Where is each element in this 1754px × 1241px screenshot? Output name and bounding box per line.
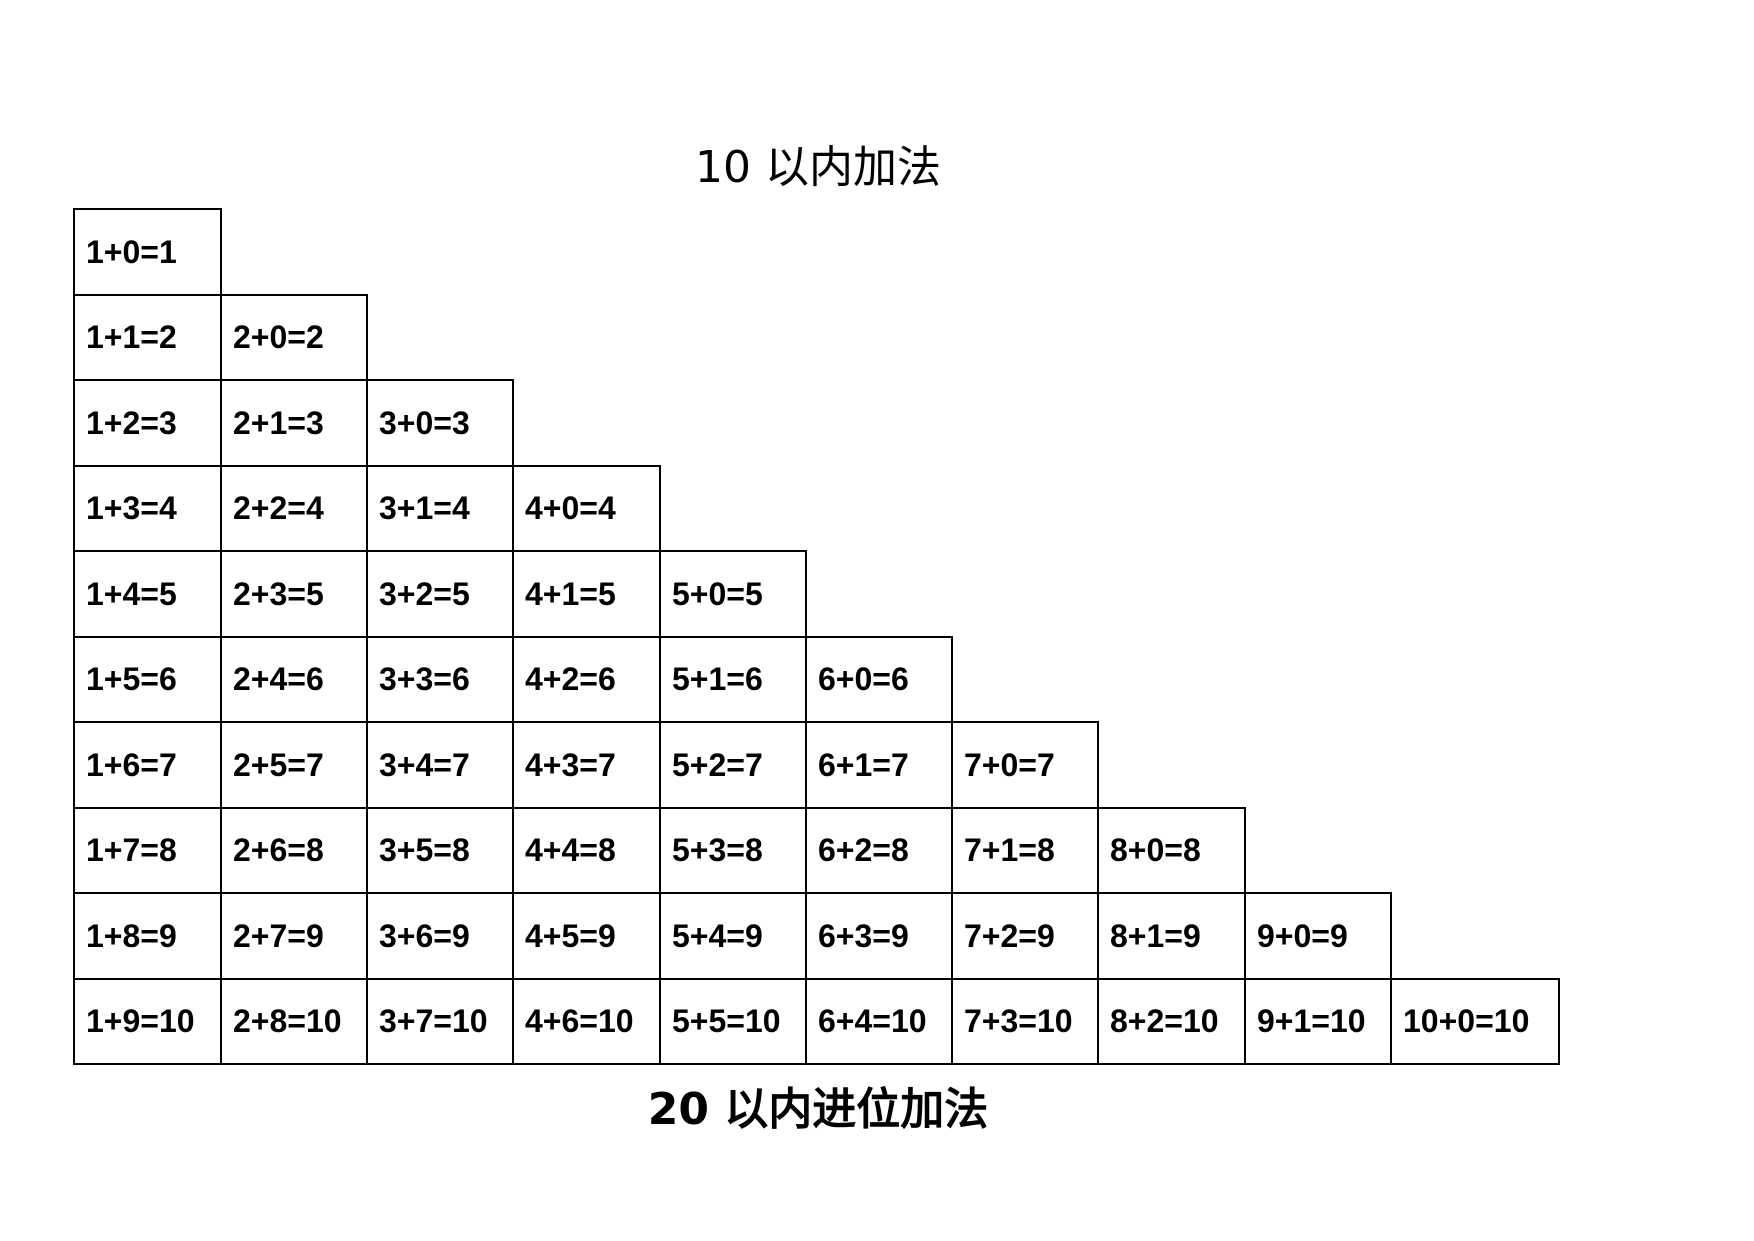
table-cell: 1+8=9: [73, 892, 222, 980]
table-cell: 4+1=5: [512, 550, 661, 638]
table-cell: 5+5=10: [659, 978, 807, 1065]
table-cell: 2+2=4: [220, 465, 368, 552]
table-cell: 5+4=9: [659, 892, 807, 980]
table-cell: 4+3=7: [512, 721, 661, 809]
table-cell: 6+0=6: [805, 636, 953, 723]
table-cell: 3+0=3: [366, 379, 514, 467]
table-cell: 8+2=10: [1097, 978, 1246, 1065]
table-cell: 1+1=2: [73, 294, 222, 381]
table-cell: 3+3=6: [366, 636, 514, 723]
table-cell: 2+7=9: [220, 892, 368, 980]
table-cell: 5+2=7: [659, 721, 807, 809]
table-cell: 3+2=5: [366, 550, 514, 638]
table-cell: 7+0=7: [951, 721, 1099, 809]
table-cell: 9+1=10: [1244, 978, 1392, 1065]
page-title: 10 以内加法: [695, 142, 941, 193]
table-cell: 4+6=10: [512, 978, 661, 1065]
table-cell: 2+8=10: [220, 978, 368, 1065]
table-cell: 6+2=8: [805, 807, 953, 894]
table-cell: 3+1=4: [366, 465, 514, 552]
table-cell: 7+1=8: [951, 807, 1099, 894]
table-cell: 1+4=5: [73, 550, 222, 638]
table-cell: 4+5=9: [512, 892, 661, 980]
table-cell: 7+2=9: [951, 892, 1099, 980]
table-cell: 2+4=6: [220, 636, 368, 723]
table-cell: 2+6=8: [220, 807, 368, 894]
table-cell: 2+0=2: [220, 294, 368, 381]
table-cell: 10+0=10: [1390, 978, 1560, 1065]
table-cell: 1+7=8: [73, 807, 222, 894]
table-cell: 6+3=9: [805, 892, 953, 980]
table-cell: 4+0=4: [512, 465, 661, 552]
table-cell: 4+2=6: [512, 636, 661, 723]
table-cell: 9+0=9: [1244, 892, 1392, 980]
table-cell: 8+1=9: [1097, 892, 1246, 980]
table-cell: 2+3=5: [220, 550, 368, 638]
table-cell: 5+0=5: [659, 550, 807, 638]
table-cell: 1+2=3: [73, 379, 222, 467]
section-title: 20 以内进位加法: [647, 1084, 989, 1135]
table-cell: 1+6=7: [73, 721, 222, 809]
table-cell: 3+6=9: [366, 892, 514, 980]
table-cell: 4+4=8: [512, 807, 661, 894]
table-cell: 1+3=4: [73, 465, 222, 552]
table-cell: 2+5=7: [220, 721, 368, 809]
table-cell: 6+1=7: [805, 721, 953, 809]
table-cell: 3+5=8: [366, 807, 514, 894]
table-cell: 7+3=10: [951, 978, 1099, 1065]
table-cell: 8+0=8: [1097, 807, 1246, 894]
table-cell: 1+9=10: [73, 978, 222, 1065]
table-cell: 5+1=6: [659, 636, 807, 723]
table-cell: 1+5=6: [73, 636, 222, 723]
table-cell: 6+4=10: [805, 978, 953, 1065]
table-cell: 5+3=8: [659, 807, 807, 894]
table-cell: 2+1=3: [220, 379, 368, 467]
table-cell: 3+7=10: [366, 978, 514, 1065]
table-cell: 3+4=7: [366, 721, 514, 809]
table-cell: 1+0=1: [73, 208, 222, 296]
